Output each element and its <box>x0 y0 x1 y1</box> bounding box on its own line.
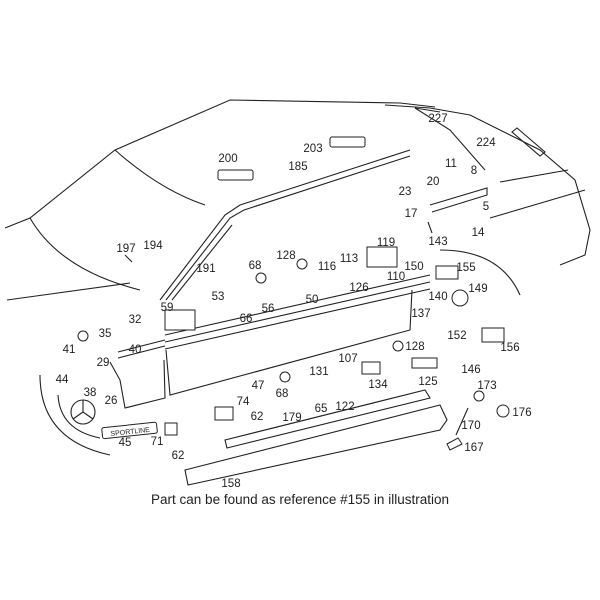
reference-label-50: 50 <box>306 294 319 306</box>
reference-label-8: 8 <box>471 165 477 177</box>
reference-label-17: 17 <box>405 208 418 220</box>
part-200 <box>217 169 254 181</box>
reference-label-23: 23 <box>399 186 412 198</box>
reference-label-56: 56 <box>262 303 275 315</box>
reference-label-11: 11 <box>445 158 457 170</box>
reference-label-128: 128 <box>276 250 295 262</box>
reference-label-149: 149 <box>468 283 487 295</box>
reference-label-224: 224 <box>476 137 496 149</box>
reference-label-150: 150 <box>404 261 423 273</box>
reference-label-20: 20 <box>427 176 440 188</box>
reference-label-35: 35 <box>99 328 112 340</box>
reference-label-185: 185 <box>288 161 307 173</box>
reference-label-59: 59 <box>161 302 174 314</box>
reference-label-137: 137 <box>411 308 430 320</box>
reference-label-131: 131 <box>309 366 328 378</box>
reference-label-156: 156 <box>500 342 519 354</box>
reference-label-143: 143 <box>428 236 447 248</box>
part-173 <box>473 390 485 402</box>
part-149 <box>451 289 469 307</box>
reference-label-65: 65 <box>315 403 328 415</box>
reference-label-158: 158 <box>221 478 240 490</box>
part-68 <box>255 272 267 284</box>
part-71 <box>164 422 178 436</box>
part-68b <box>279 371 291 383</box>
reference-label-40: 40 <box>129 344 142 356</box>
reference-label-107: 107 <box>338 353 357 365</box>
part-167 <box>446 437 463 451</box>
reference-label-128: 128 <box>405 341 424 353</box>
part-156 <box>481 327 505 343</box>
part-155 <box>435 265 459 280</box>
reference-label-53: 53 <box>212 291 225 303</box>
reference-label-44: 44 <box>56 374 69 386</box>
part-203 <box>329 136 366 148</box>
reference-label-119: 119 <box>377 237 395 249</box>
reference-label-47: 47 <box>252 380 265 392</box>
part-59 <box>164 309 196 331</box>
reference-label-152: 152 <box>447 330 466 342</box>
reference-label-134: 134 <box>368 379 388 391</box>
reference-label-38: 38 <box>84 387 97 399</box>
part-128b <box>392 340 404 352</box>
reference-label-66: 66 <box>240 313 253 325</box>
reference-label-26: 26 <box>105 395 118 407</box>
reference-label-29: 29 <box>97 357 110 369</box>
caption: Part can be found as reference #155 in i… <box>151 492 449 507</box>
reference-label-179: 179 <box>282 412 301 424</box>
reference-label-113: 113 <box>340 253 358 265</box>
reference-label-227: 227 <box>428 113 447 125</box>
reference-label-200: 200 <box>218 153 237 165</box>
reference-label-191: 191 <box>196 263 215 275</box>
reference-label-32: 32 <box>129 314 142 326</box>
part-134 <box>361 361 381 375</box>
reference-label-122: 122 <box>335 401 354 413</box>
reference-label-125: 125 <box>418 376 437 388</box>
reference-label-45: 45 <box>119 437 132 449</box>
reference-label-68: 68 <box>276 388 289 400</box>
reference-label-176: 176 <box>512 407 531 419</box>
reference-label-170: 170 <box>461 420 480 432</box>
reference-label-126: 126 <box>349 282 368 294</box>
part-119 <box>366 246 398 268</box>
reference-label-62: 62 <box>251 411 264 423</box>
part-41 <box>77 330 89 342</box>
reference-label-14: 14 <box>472 227 485 239</box>
part-176 <box>496 404 510 418</box>
reference-label-110: 110 <box>387 271 405 283</box>
part-125 <box>411 357 438 369</box>
part-74 <box>214 406 234 421</box>
part-128 <box>296 258 308 270</box>
reference-label-62: 62 <box>172 450 185 462</box>
reference-label-74: 74 <box>237 396 250 408</box>
reference-label-5: 5 <box>483 201 489 213</box>
reference-label-194: 194 <box>143 240 163 252</box>
reference-label-41: 41 <box>63 344 76 356</box>
reference-label-68: 68 <box>249 260 262 272</box>
reference-label-146: 146 <box>461 364 480 376</box>
reference-label-167: 167 <box>464 442 483 454</box>
reference-label-140: 140 <box>428 291 447 303</box>
sportline-badge-text: SPORTLINE <box>110 427 150 438</box>
reference-label-155: 155 <box>456 262 475 274</box>
reference-label-197: 197 <box>116 243 135 255</box>
reference-label-71: 71 <box>151 436 164 448</box>
reference-label-116: 116 <box>318 261 336 273</box>
reference-number-labels: 227 224 200 203 185 11 8 20 23 5 17 14 197 194 143 119 1… <box>56 113 532 490</box>
reference-label-203: 203 <box>303 143 322 155</box>
reference-label-173: 173 <box>477 380 496 392</box>
part-shapes <box>77 136 510 451</box>
part-170 <box>455 407 469 436</box>
car-body-outline: SPORTLINE <box>4 99 591 486</box>
